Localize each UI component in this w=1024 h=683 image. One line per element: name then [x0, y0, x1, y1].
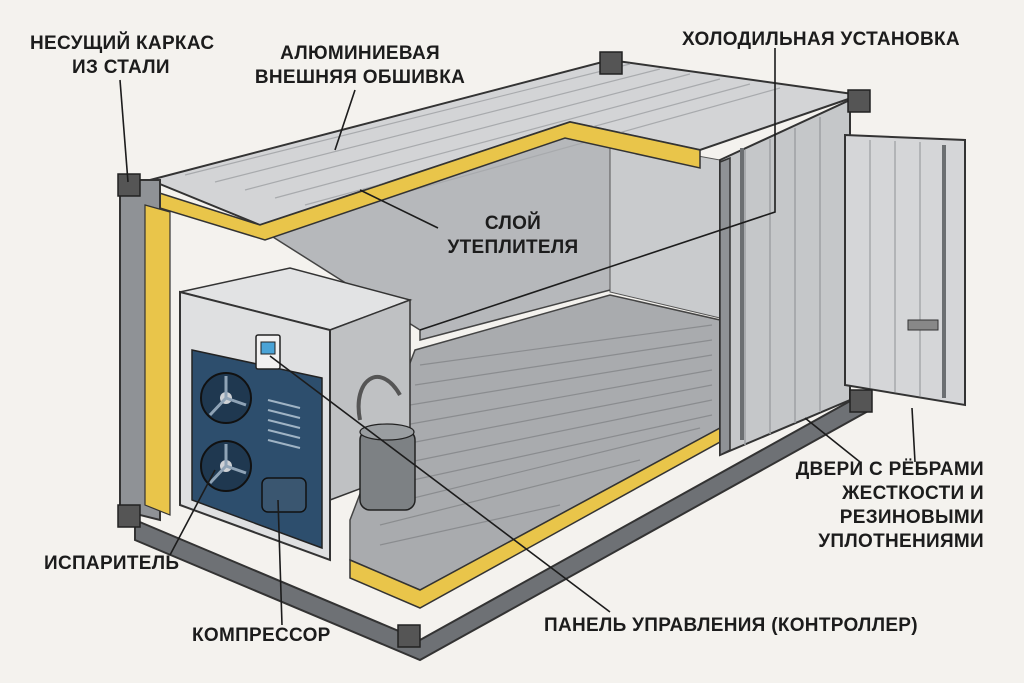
- label-frame-line2: ИЗ СТАЛИ: [72, 57, 170, 78]
- label-cladding-line2: ВНЕШНЯЯ ОБШИВКА: [254, 67, 466, 88]
- evaporator-fan-upper: [200, 372, 252, 424]
- label-frame: НЕСУЩИЙ КАРКАС ИЗ СТАЛИ: [30, 32, 214, 80]
- label-frame-line1: НЕСУЩИЙ КАРКАС: [30, 33, 215, 54]
- leader-doors-right: [911, 407, 916, 463]
- label-insulation-line1: СЛОЙ: [484, 213, 542, 234]
- open-door: [844, 133, 966, 407]
- label-doors-line3: РЕЗИНОВЫМИ: [839, 507, 984, 528]
- side-wall-outer: [719, 98, 851, 457]
- leader-lines: [119, 48, 916, 626]
- door-locking-bars: [740, 145, 946, 440]
- doorway-frame: [719, 156, 731, 457]
- label-insulation: СЛОЙ УТЕПЛИТЕЛЯ: [438, 212, 588, 260]
- label-doors-line4: УПЛОТНЕНИЯМИ: [818, 531, 984, 552]
- compressor-cylinder: [356, 374, 416, 511]
- leader-refrigeration: [419, 48, 776, 331]
- leader-control-panel: [269, 355, 611, 613]
- label-doors-line2: ЖЕСТКОСТИ И: [842, 483, 984, 504]
- leader-compressor: [277, 499, 283, 626]
- leader-insulation: [359, 189, 439, 229]
- label-control-panel: ПАНЕЛЬ УПРАВЛЕНИЯ (КОНТРОЛЛЕР): [544, 615, 918, 636]
- leader-frame: [119, 79, 129, 183]
- condenser-coil: [267, 399, 301, 449]
- label-cladding: АЛЮМИНИЕВАЯ ВНЕШНЯЯ ОБШИВКА: [250, 42, 470, 90]
- evaporator-fan-lower: [200, 440, 252, 492]
- leader-evaporator: [169, 469, 216, 556]
- corner-castings: [117, 51, 873, 648]
- side-wall-ribs: [744, 117, 821, 445]
- label-compressor: КОМПРЕССОР: [192, 625, 331, 646]
- leader-doors-left: [804, 417, 861, 463]
- label-doors: ДВЕРИ С РЁБРАМИ ЖЕСТКОСТИ И РЕЗИНОВЫМИ У…: [780, 458, 984, 554]
- interior-side-wall: [609, 139, 721, 319]
- label-evaporator: ИСПАРИТЕЛЬ: [44, 553, 180, 574]
- compressor-motor: [261, 477, 307, 513]
- control-panel-screen: [260, 341, 276, 355]
- door-lock-handle: [907, 319, 939, 331]
- label-cladding-line1: АЛЮМИНИЕВАЯ: [280, 43, 440, 64]
- wall-insulation-left: [144, 204, 171, 516]
- label-refrigeration: ХОЛОДИЛЬНАЯ УСТАНОВКА: [682, 29, 960, 50]
- label-doors-line1: ДВЕРИ С РЁБРАМИ: [795, 459, 984, 480]
- floor-ribs: [379, 324, 713, 546]
- leader-cladding: [334, 89, 356, 151]
- door-ribs: [869, 140, 921, 396]
- roof-insulation: [149, 121, 701, 241]
- label-insulation-line2: УТЕПЛИТЕЛЯ: [447, 237, 579, 258]
